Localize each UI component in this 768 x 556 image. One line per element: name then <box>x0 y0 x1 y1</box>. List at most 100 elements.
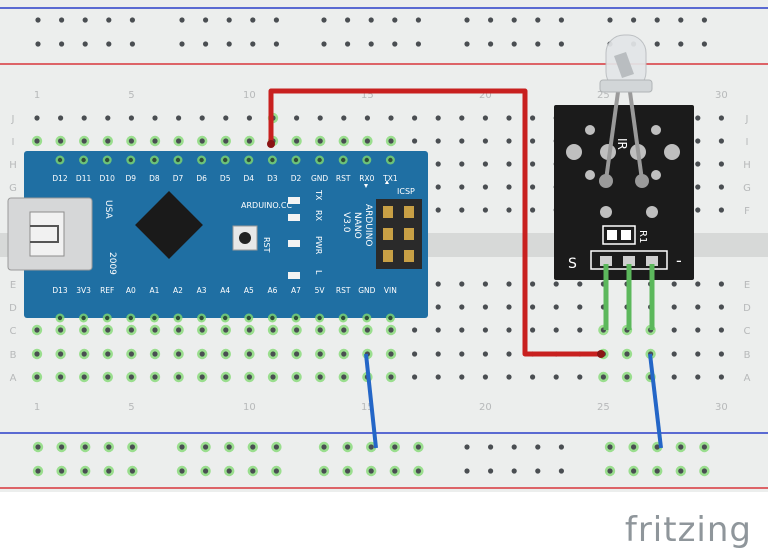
breadboard-hole <box>246 138 252 144</box>
breadboard-hole <box>270 327 276 333</box>
nano-pin-hole <box>246 315 251 321</box>
breadboard-hole <box>270 374 276 380</box>
breadboard-hole <box>558 17 565 23</box>
breadboard-hole <box>152 351 158 357</box>
breadboard-hole <box>294 351 300 357</box>
led-l <box>288 272 300 279</box>
breadboard-hole <box>415 17 421 23</box>
breadboard-hole <box>459 351 465 357</box>
ir-sensor-module[interactable]: IR R1 S - <box>554 34 694 280</box>
breadboard-hole <box>631 444 637 450</box>
breadboard-hole <box>152 374 158 380</box>
breadboard-hole <box>435 281 441 287</box>
breadboard-hole <box>392 468 398 474</box>
breadboard-hole <box>129 444 135 450</box>
breadboard-hole <box>506 138 512 144</box>
breadboard-hole <box>488 468 494 474</box>
nano-bottom-pin-label: VIN <box>384 286 397 295</box>
nano-pin-hole <box>105 315 110 321</box>
nano-pin-hole <box>223 315 228 321</box>
breadboard-hole <box>226 444 232 450</box>
breadboard-hole <box>695 115 701 121</box>
breadboard-hole <box>654 444 660 450</box>
breadboard-hole <box>364 115 370 121</box>
breadboard-hole <box>654 41 660 47</box>
breadboard-hole <box>250 17 256 23</box>
breadboard-hole <box>368 41 374 47</box>
breadboard-hole <box>58 374 64 380</box>
breadboard-hole <box>223 327 229 333</box>
nano-top-pin-label: RX0 <box>359 174 374 183</box>
breadboard-hole <box>176 138 182 144</box>
breadboard-hole <box>459 374 465 380</box>
breadboard-hole <box>482 207 488 213</box>
breadboard-hole <box>511 17 517 23</box>
row-letter: J <box>11 114 15 125</box>
breadboard-hole <box>631 468 637 474</box>
column-number: 20 <box>479 90 492 101</box>
nano-top-pin-label: D11 <box>76 174 92 183</box>
breadboard-hole <box>718 304 725 310</box>
nano-top-pin-label: D9 <box>126 174 137 183</box>
breadboard-hole <box>678 444 684 450</box>
row-letter: G <box>743 183 751 194</box>
breadboard-hole <box>624 351 630 357</box>
column-number: 30 <box>715 90 728 101</box>
nano-bottom-pin-label: 3V3 <box>76 286 91 295</box>
breadboard-hole <box>535 444 541 450</box>
breadboard-hole <box>553 304 559 310</box>
nano-bottom-pin-label: A6 <box>267 286 277 295</box>
nano-top-pin-label: GND <box>311 174 328 183</box>
breadboard-hole <box>607 444 613 450</box>
breadboard-hole <box>464 468 470 474</box>
nano-pin-hole <box>364 157 369 163</box>
breadboard-hole <box>81 115 87 121</box>
breadboard-hole <box>35 468 41 474</box>
breadboard-hole <box>128 138 134 144</box>
breadboard-hole <box>250 41 256 47</box>
breadboard-hole <box>223 374 229 380</box>
breadboard-hole <box>530 374 536 380</box>
column-number: 15 <box>361 90 374 101</box>
breadboard-hole <box>81 327 87 333</box>
nano-pin-hole <box>317 315 322 321</box>
breadboard-hole <box>459 207 465 213</box>
breadboard-hole <box>59 17 65 23</box>
breadboard-hole <box>321 468 327 474</box>
breadboard-hole <box>435 207 441 213</box>
nano-bottom-pin-label: D13 <box>52 286 68 295</box>
column-number: 20 <box>479 402 492 413</box>
breadboard-hole <box>317 138 323 144</box>
breadboard-hole <box>105 351 111 357</box>
row-letter: G <box>9 183 17 194</box>
breadboard-hole <box>364 138 370 144</box>
row-letter: F <box>744 206 750 217</box>
breadboard-hole <box>671 327 677 333</box>
nano-bottom-pin-label: RST <box>336 286 351 295</box>
breadboard-hole <box>273 41 279 47</box>
breadboard-hole <box>179 468 185 474</box>
breadboard-hole <box>341 327 347 333</box>
row-letter: A <box>744 373 751 384</box>
breadboard-hole <box>129 41 135 47</box>
row-letter: D <box>743 303 751 314</box>
breadboard-hole <box>226 468 232 474</box>
nano-bottom-pin-label: A3 <box>197 286 207 295</box>
ir-led-die <box>614 52 634 78</box>
breadboard-hole <box>718 281 725 287</box>
breadboard-hole <box>317 327 323 333</box>
breadboard-hole <box>250 444 256 450</box>
breadboard-hole <box>81 351 87 357</box>
nano-top-pin-label: RST <box>336 174 351 183</box>
nano-pin-hole <box>199 315 204 321</box>
breadboard-hole <box>607 468 613 474</box>
breadboard-hole <box>695 207 701 213</box>
module-s-label: S <box>568 256 577 272</box>
breadboard-hole <box>34 351 40 357</box>
breadboard-hole <box>415 468 421 474</box>
breadboard-hole <box>368 17 374 23</box>
breadboard-hole <box>488 17 494 23</box>
breadboard-hole <box>388 351 394 357</box>
arduino-nano[interactable]: USA 2009 RST ARDUINO.CC TX RX PWR L ARDU… <box>7 151 428 323</box>
nano-top-pin-label: D8 <box>149 174 160 183</box>
